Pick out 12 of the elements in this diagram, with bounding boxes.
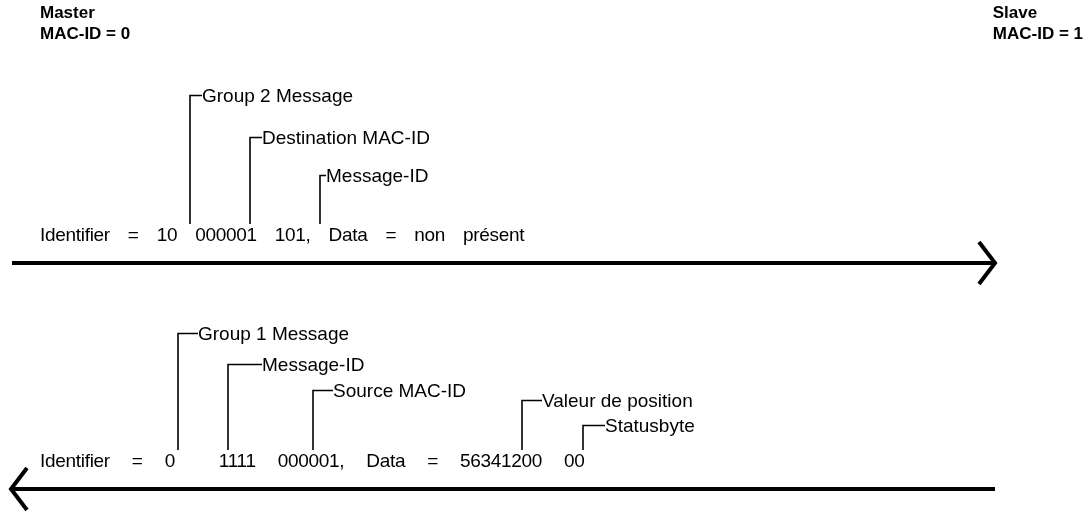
leader-line <box>521 399 543 451</box>
station-name: Master <box>40 2 96 23</box>
leader-line <box>227 363 263 451</box>
leader-line <box>319 174 327 225</box>
leader-line <box>312 389 334 451</box>
station-name: Slave <box>992 2 1039 23</box>
leader-line <box>582 424 606 451</box>
leader-line <box>177 332 199 451</box>
leader-line <box>189 94 203 225</box>
mac-id-label: MAC-ID = 1 <box>992 23 1083 44</box>
leader-line <box>249 136 263 225</box>
mac-id-label: MAC-ID = 0 <box>40 23 131 44</box>
